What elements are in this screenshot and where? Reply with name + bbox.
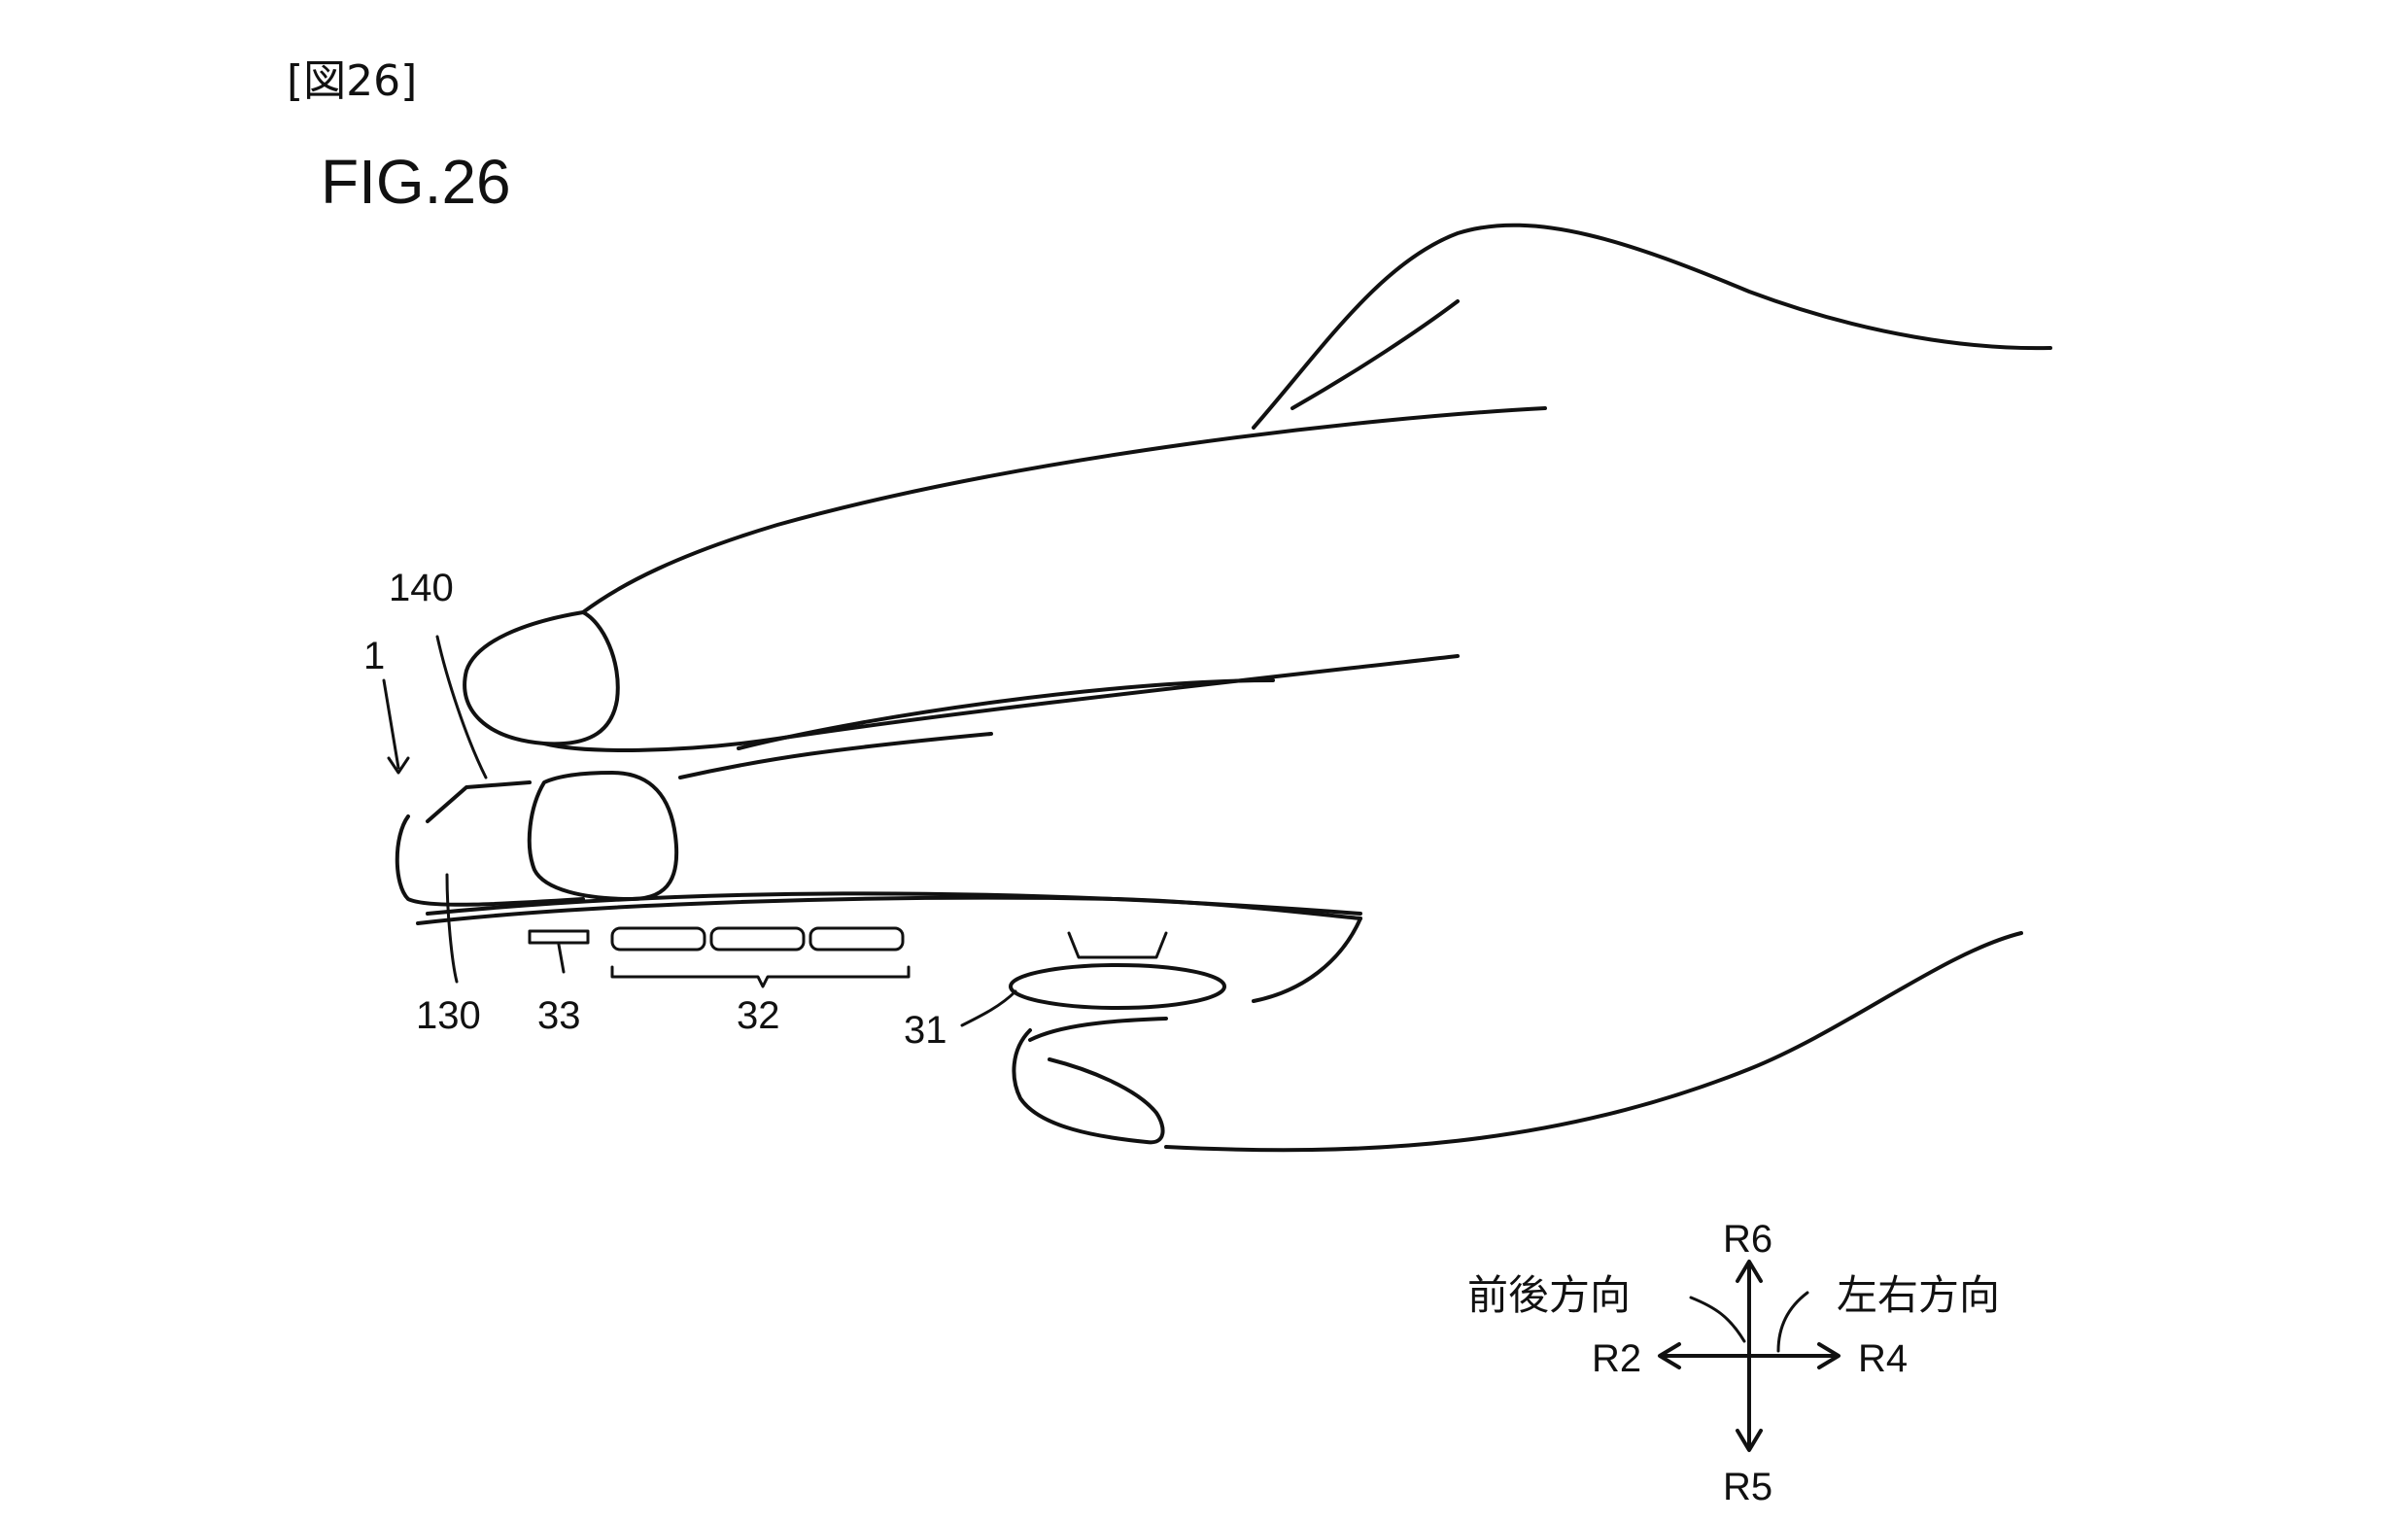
- leader-1-arrow: [387, 756, 410, 775]
- leader-140: [435, 635, 488, 779]
- controller-front-part-130: [395, 814, 585, 907]
- arrow-right-icon: [1817, 1342, 1840, 1369]
- button-32-a: [610, 926, 706, 952]
- controller-body-line: [426, 891, 1362, 916]
- middle-fingernail: [527, 771, 679, 901]
- leader-left-right: [1776, 1291, 1809, 1353]
- button-33: [528, 929, 590, 945]
- wrist-crease: [1290, 299, 1460, 410]
- ref-label-130: 130: [416, 994, 481, 1037]
- ref-label-140: 140: [389, 567, 454, 609]
- ref-label-31: 31: [904, 1009, 947, 1052]
- leader-31: [960, 989, 1017, 1027]
- ref-label-32: 32: [737, 994, 780, 1037]
- leader-front-back: [1689, 1296, 1746, 1343]
- legend-label-r2: R2: [1592, 1337, 1642, 1380]
- stick-31-cap: [1009, 963, 1226, 1010]
- legend-left-right-label: 左右方向: [1837, 1271, 2001, 1319]
- thumb-lower-line: [1028, 1017, 1168, 1042]
- leader-1: [382, 678, 400, 770]
- index-fingernail: [463, 610, 620, 746]
- leader-33: [557, 943, 566, 974]
- legend-front-back-label: 前後方向: [1467, 1271, 1632, 1319]
- bracket-32: [610, 965, 911, 988]
- button-32-c: [808, 926, 905, 952]
- arrow-down-icon: [1736, 1429, 1763, 1452]
- controller-body-bottom: [416, 895, 1362, 925]
- figure-bracket-label: [図26]: [287, 56, 418, 106]
- stick-31-shaft: [1067, 931, 1168, 959]
- middle-finger-side: [678, 732, 993, 779]
- thumb-outline: [1012, 1028, 1165, 1145]
- forearm-lower: [1164, 931, 2023, 1153]
- legend-label-r6: R6: [1723, 1218, 1773, 1261]
- hand-back-outline: [1252, 223, 2052, 430]
- controller-upper-part-140: [426, 780, 532, 823]
- index-finger-under: [542, 654, 1460, 752]
- legend-label-r5: R5: [1723, 1466, 1773, 1508]
- index-finger-outline: [581, 406, 1547, 614]
- arrow-left-icon: [1658, 1342, 1681, 1369]
- ref-label-1: 1: [363, 635, 386, 677]
- figure-title: FIG.26: [321, 147, 511, 217]
- middle-finger-upper: [737, 678, 1275, 750]
- direction-legend: [1658, 1260, 1840, 1452]
- arrow-up-icon: [1736, 1260, 1763, 1283]
- ref-label-33: 33: [537, 994, 581, 1037]
- button-32-b: [709, 926, 806, 952]
- palm-outline: [1252, 917, 1362, 1003]
- legend-label-r4: R4: [1858, 1337, 1909, 1380]
- leader-130: [445, 873, 459, 984]
